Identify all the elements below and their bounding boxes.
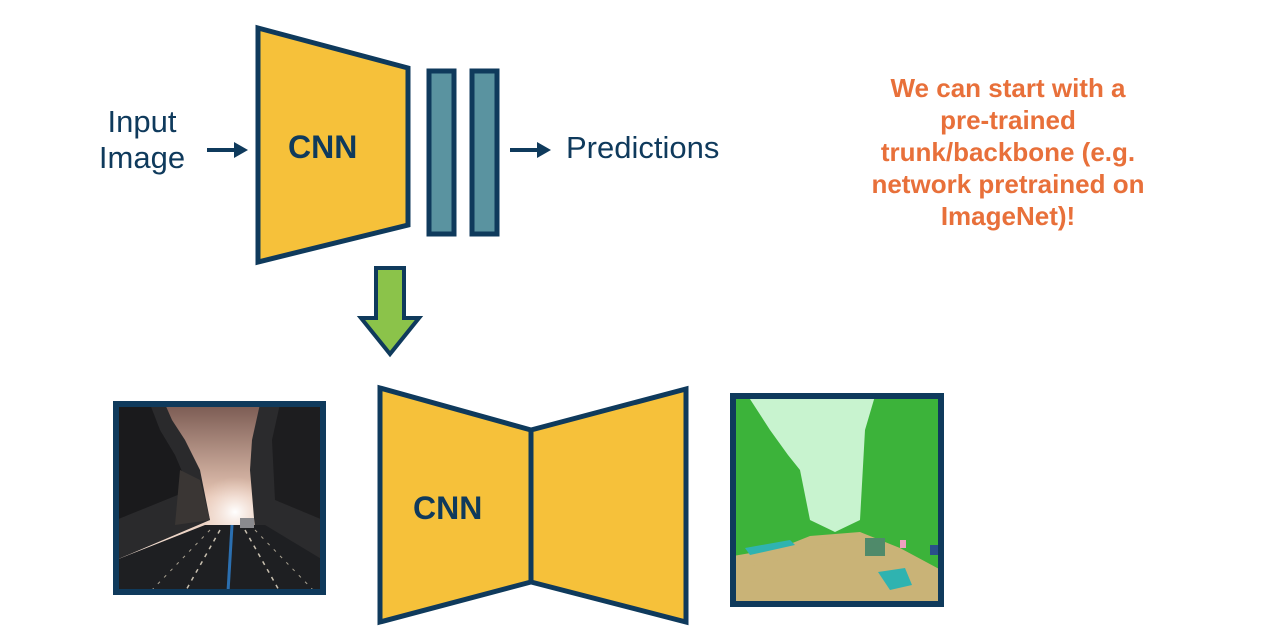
note-line: ImageNet)! [940, 201, 1076, 231]
input-label-line2: Image [98, 140, 186, 175]
output-arrow [510, 142, 551, 158]
fc-layer-2 [469, 68, 500, 237]
cnn-bottom-label: CNN [413, 490, 483, 526]
decoder-block [528, 385, 689, 626]
note-line: network pretrained on [871, 169, 1145, 199]
segmentation-frame [730, 393, 944, 607]
note-line: pre-trained [940, 105, 1076, 135]
input-photo [116, 404, 323, 592]
note-line: We can start with a [890, 73, 1126, 103]
fc-layer-1 [426, 68, 457, 237]
predictions-label: Predictions [566, 130, 720, 165]
input-label-line1: Input [107, 104, 177, 139]
cnn-top-label: CNN [288, 129, 358, 165]
input-photo-frame [113, 401, 326, 595]
segmentation-output [733, 396, 941, 604]
pretrained-note: We can start with a pre-trained trunk/ba… [838, 72, 1178, 232]
down-arrow [356, 266, 424, 358]
input-image-label: Input Image [92, 104, 192, 176]
cnn-top-block [255, 24, 411, 266]
note-line: trunk/backbone (e.g. [880, 137, 1136, 167]
input-arrow [207, 142, 248, 158]
